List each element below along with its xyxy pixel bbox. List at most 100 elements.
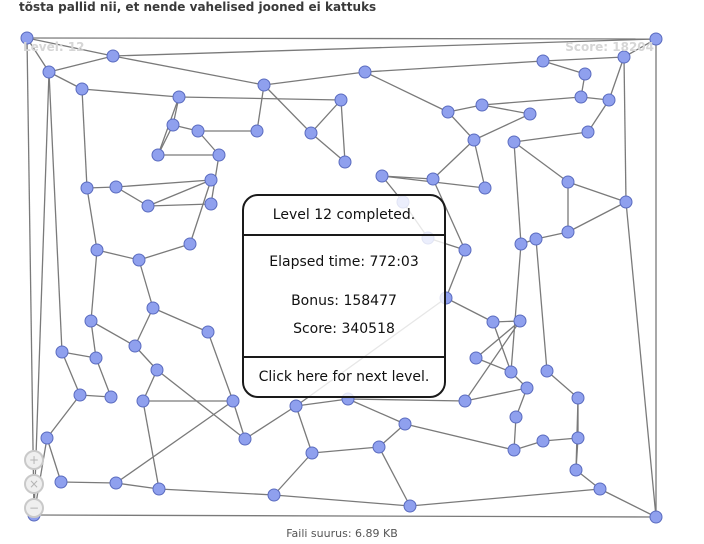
graph-node[interactable] [109,180,123,194]
zoom-in-icon[interactable]: + [24,450,44,470]
graph-node[interactable] [80,181,94,195]
graph-node[interactable] [375,169,389,183]
graph-node[interactable] [89,351,103,365]
graph-node[interactable] [305,446,319,460]
edge-line [147,179,212,207]
graph-node[interactable] [509,410,523,424]
graph-node[interactable] [84,314,98,328]
graph-node[interactable] [166,118,180,132]
graph-node[interactable] [578,67,592,81]
graph-node[interactable] [507,135,521,149]
graph-node[interactable] [536,54,550,68]
graph-node[interactable] [150,363,164,377]
edge-line [409,488,601,507]
edge-line [599,488,657,518]
graph-node[interactable] [42,65,56,79]
final-score: Score: 340518 [293,321,395,337]
close-icon[interactable]: × [24,474,44,494]
graph-node[interactable] [403,499,417,513]
graph-node[interactable] [75,82,89,96]
graph-node[interactable] [132,253,146,267]
graph-node[interactable] [571,391,585,405]
graph-node[interactable] [520,381,534,395]
graph-node[interactable] [141,199,155,213]
graph-node[interactable] [574,90,588,104]
graph-node[interactable] [398,417,412,431]
graph-node[interactable] [571,431,585,445]
graph-node[interactable] [561,225,575,239]
graph-node[interactable] [204,197,218,211]
graph-node[interactable] [204,173,218,187]
graph-node[interactable] [649,32,663,46]
reset-icon[interactable]: − [24,498,44,518]
graph-node[interactable] [593,482,607,496]
graph-node[interactable] [523,107,537,121]
graph-node[interactable] [478,181,492,195]
graph-node[interactable] [191,124,205,138]
graph-node[interactable] [486,315,500,329]
edge-line [26,37,657,40]
edge-line [26,37,50,73]
graph-node[interactable] [649,510,663,524]
graph-node[interactable] [128,339,142,353]
graph-node[interactable] [212,148,226,162]
graph-node[interactable] [529,232,543,246]
graph-node[interactable] [267,488,281,502]
graph-node[interactable] [73,388,87,402]
graph-node[interactable] [514,237,528,251]
graph-node[interactable] [257,78,271,92]
graph-node[interactable] [458,394,472,408]
graph-node[interactable] [338,155,352,169]
graph-node[interactable] [136,394,150,408]
graph-node[interactable] [441,105,455,119]
graph-node[interactable] [507,443,521,457]
graph-node[interactable] [151,148,165,162]
graph-node[interactable] [617,50,631,64]
graph-node[interactable] [581,125,595,139]
graph-node[interactable] [250,124,264,138]
graph-node[interactable] [602,93,616,107]
graph-node[interactable] [561,175,575,189]
graph-node[interactable] [469,351,483,365]
edge-line [263,71,366,86]
edge-line [404,423,515,451]
graph-node[interactable] [513,314,527,328]
graph-node[interactable] [226,394,240,408]
edge-line [475,320,521,359]
graph-node[interactable] [55,345,69,359]
graph-node[interactable] [569,463,583,477]
graph-node[interactable] [334,93,348,107]
graph-node[interactable] [40,431,54,445]
graph-node[interactable] [20,31,34,45]
graph-node[interactable] [172,90,186,104]
graph-node[interactable] [106,49,120,63]
graph-node[interactable] [304,126,318,140]
edge-line [138,259,154,309]
graph-node[interactable] [146,301,160,315]
graph-node[interactable] [540,364,554,378]
graph-node[interactable] [358,65,372,79]
graph-node[interactable] [201,325,215,339]
graph-node[interactable] [536,434,550,448]
graph-node[interactable] [458,243,472,257]
edge-line [152,307,209,333]
graph-node[interactable] [504,365,518,379]
graph-node[interactable] [475,98,489,112]
graph-node[interactable] [183,237,197,251]
edge-line [112,38,657,57]
edge-line [347,398,466,402]
next-level-button[interactable]: Click here for next level. [258,369,430,385]
graph-node[interactable] [426,172,440,186]
graph-node[interactable] [109,476,123,490]
graph-node[interactable] [238,432,252,446]
graph-node[interactable] [372,440,386,454]
edge-line [156,369,246,440]
graph-node[interactable] [467,133,481,147]
graph-node[interactable] [289,399,303,413]
graph-node[interactable] [619,195,633,209]
dialog-divider [244,234,444,236]
graph-node[interactable] [90,243,104,257]
graph-node[interactable] [104,390,118,404]
graph-node[interactable] [152,482,166,496]
graph-node[interactable] [54,475,68,489]
